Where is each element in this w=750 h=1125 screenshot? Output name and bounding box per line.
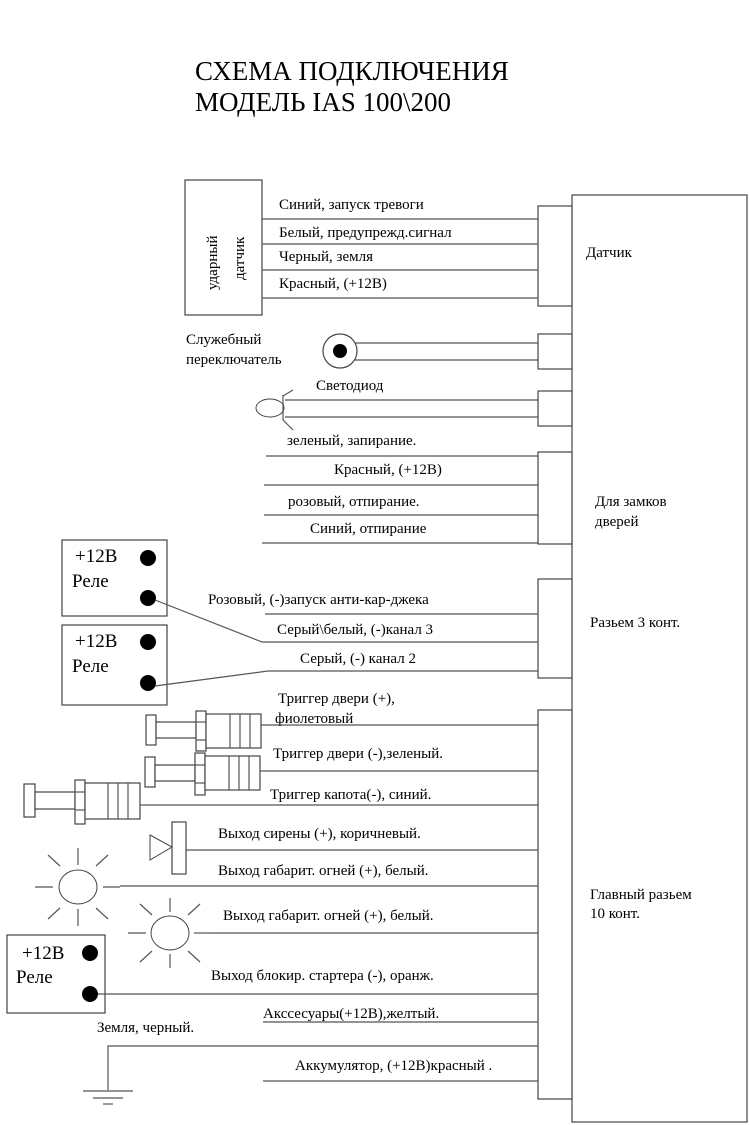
relay-2-terminal-2 [140,675,156,691]
wire-label-c3-3: Серый, (-) канал 2 [300,651,416,667]
relay-2-terminal-1 [140,634,156,650]
relay-1-terminal-1 [140,550,156,566]
relay-2-voltage: +12В [75,631,117,652]
wire-c3-2 [154,599,538,643]
shock-sensor-label-1: ударный [205,236,221,290]
wire-label-main-3: Триггер капота(-), синий. [270,787,431,803]
connector-sensor [537,205,573,307]
wire-label-main-9: Аккумулятор, (+12В)красный . [295,1058,492,1074]
shock-sensor-label-2: датчик [232,236,248,280]
ground-icon [83,1090,133,1105]
relay-3-terminal-2 [82,986,98,1002]
wire-label-main-1a: Триггер двери (+), [278,691,395,707]
wire-label-main-1b: фиолетовый [275,711,353,727]
relay-3-voltage: +12В [22,943,64,964]
shock-sensor [184,179,263,316]
parking-light-2-icon [128,898,210,968]
main-control-unit [571,194,748,1123]
connector-main-10pin [537,709,573,1100]
relay-3-terminal-1 [82,945,98,961]
connector-3pin [537,578,573,679]
service-switch-label-2: переключатель [186,352,282,368]
wire-label-sensor-1: Синий, запуск тревоги [279,197,424,213]
wire-label-door-4: Синий, отпирание [310,521,427,537]
service-switch-button-icon [333,344,347,358]
wire-label-door-2: Красный, (+12В) [334,462,442,478]
wire-ground [107,1045,538,1090]
diagram-title-line1: СХЕМА ПОДКЛЮЧЕНИЯ [195,56,509,86]
wire-label-door-3: розовый, отпирание. [288,494,420,510]
wire-label-sensor-3: Черный, земля [279,249,373,265]
wire-label-c3-1: Розовый, (-)запуск анти-кар-джека [208,592,429,608]
led-label: Светодиод [316,378,384,394]
service-switch-label-1: Служебный [186,332,261,348]
section-label-main-connector-2: 10 конт. [590,906,640,922]
wire-label-door-1: зеленый, запирание. [287,433,416,449]
wire-label-main-7: Выход блокир. стартера (-), оранж. [211,968,434,984]
hood-trigger-icon [23,779,141,825]
relay-2-label: Реле [72,656,109,677]
relay-1-label: Реле [72,571,109,592]
wire-label-main-4: Выход сирены (+), коричневый. [218,826,421,842]
wire-label-main-5: Выход габарит. огней (+), белый. [218,863,429,879]
door-trigger-minus-icon [144,752,261,796]
wire-label-main-8: Акссесуары(+12В),желтый. [263,1006,439,1022]
wire-label-sensor-2: Белый, предупрежд.сигнал [279,225,452,241]
wire-c3-3 [154,670,538,687]
siren-icon [149,821,187,875]
ground-label: Земля, черный. [97,1020,194,1036]
section-label-main-connector-1: Главный разьем [590,887,692,903]
connector-service-switch [537,333,573,370]
led-icon [255,398,285,418]
diagram-title-line2: МОДЕЛЬ IAS 100\200 [195,87,451,117]
led-lead-top [282,389,294,397]
section-label-door-locks-1: Для замков [595,494,667,510]
section-label-sensor: Датчик [586,245,633,261]
section-label-connector3: Разьем 3 конт. [590,615,680,631]
connector-door-locks [537,451,573,545]
wire-label-sensor-4: Красный, (+12В) [279,276,387,292]
section-label-door-locks-2: дверей [595,514,638,530]
door-trigger-plus-icon [145,710,262,752]
led-lead-bottom [282,419,294,431]
wire-label-main-6: Выход габарит. огней (+), белый. [223,908,434,924]
wire-label-c3-2: Серый\белый, (-)канал 3 [277,622,433,638]
relay-1-voltage: +12В [75,546,117,567]
connector-led [537,390,573,427]
parking-light-1-icon [35,848,120,926]
wire-label-main-2: Триггер двери (-),зеленый. [273,746,443,762]
relay-3-label: Реле [16,967,53,988]
relay-1-terminal-2 [140,590,156,606]
